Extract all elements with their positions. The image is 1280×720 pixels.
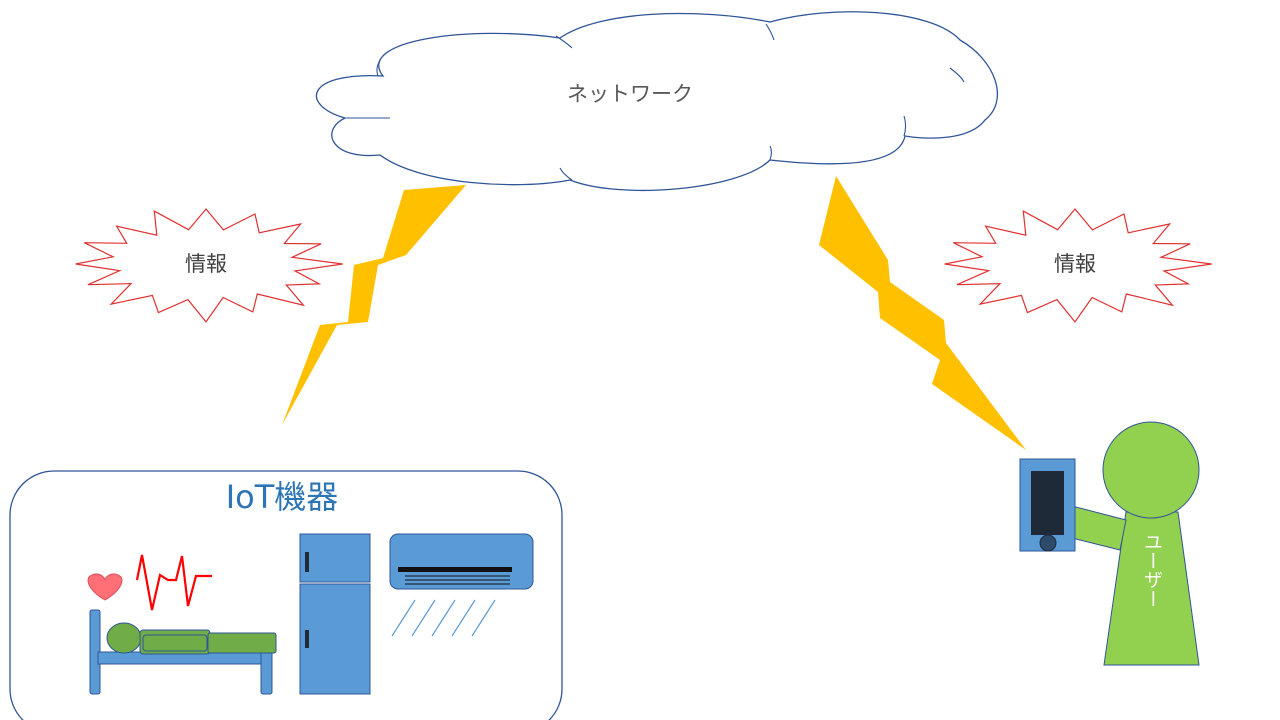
lightning-bolt-left <box>282 185 466 425</box>
lightning-bolt-right <box>819 176 1026 450</box>
burst-shape <box>75 208 343 323</box>
patient-bed-icon <box>87 554 277 695</box>
network-cloud: ネットワーク <box>315 11 999 192</box>
user-figure: ユーザー <box>1019 421 1200 666</box>
iot-panel: IoT機器 <box>9 470 563 720</box>
heart-icon <box>87 573 123 601</box>
network-label: ネットワーク <box>567 82 693 106</box>
iot-panel-title: IoT機器 <box>226 478 339 516</box>
cloud-shape <box>315 11 999 192</box>
patient-head <box>106 622 142 654</box>
info-burst-left: 情報 <box>75 208 343 323</box>
info-label-left: 情報 <box>185 252 227 276</box>
bed-footpost <box>260 651 273 695</box>
patient-body-inner <box>142 634 208 652</box>
patient-legs <box>207 632 277 654</box>
burst-shape <box>944 208 1212 323</box>
user-label: ユーザー <box>1141 532 1163 608</box>
info-burst-right: 情報 <box>944 208 1212 323</box>
refrigerator-icon <box>299 533 371 695</box>
smartphone-icon <box>1019 458 1076 552</box>
user-head <box>1102 421 1200 519</box>
heartbeat-icon <box>135 554 212 611</box>
info-label-right: 情報 <box>1054 252 1096 276</box>
air-conditioner-icon <box>389 533 534 637</box>
